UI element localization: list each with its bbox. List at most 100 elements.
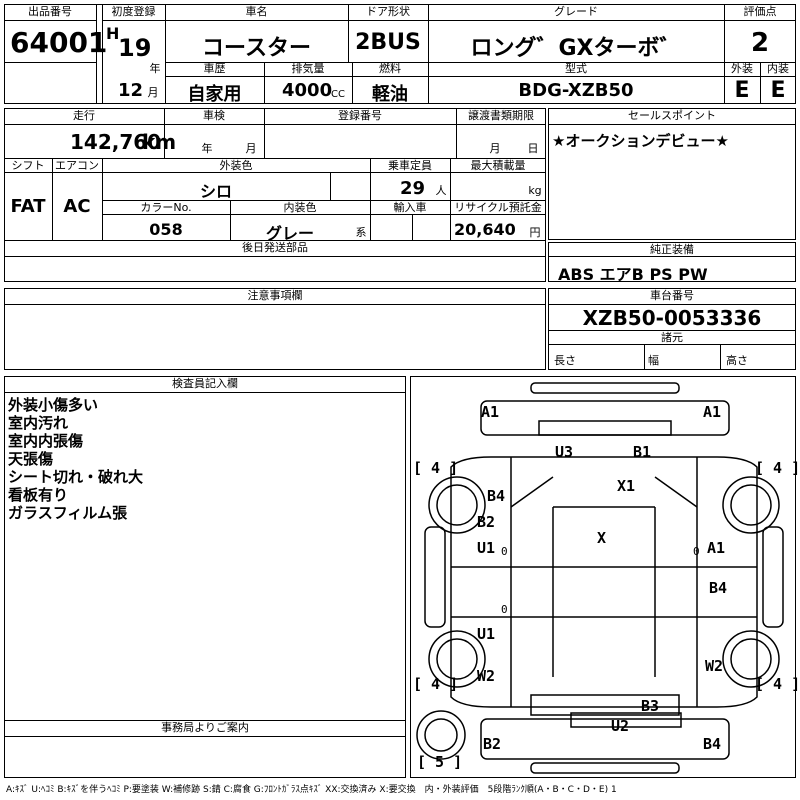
transfer-day-unit: 日 [527, 142, 539, 155]
transfer-label: 譲渡書類期限 [468, 109, 534, 122]
mark-a1-mid: A1 [707, 539, 726, 557]
inspector-box [4, 376, 406, 778]
mark-b4-right: B4 [709, 579, 728, 597]
interior-color: グレー [265, 224, 314, 243]
color-label: 外装色 [219, 159, 253, 172]
colorno-label: カラーNo. [140, 201, 192, 214]
model-code: BDG-XZB50 [518, 80, 634, 101]
mark-spare-5: [ 5 ] [417, 753, 463, 771]
mark-u2: U2 [611, 717, 630, 735]
recycle-unit: 円 [529, 226, 541, 239]
car-name-label: 車名 [245, 5, 268, 18]
inspector-note: 外装小傷多い [8, 396, 99, 414]
model-label: 型式 [565, 62, 587, 75]
recycle-fee: 20,640 [454, 220, 516, 239]
displacement: 4000 [282, 80, 333, 101]
inspector-note: ガラスフィルム張 [8, 504, 128, 522]
inspector-label: 検査員記入欄 [172, 377, 238, 390]
import-label: 輸入車 [393, 201, 427, 214]
equipment: ABS エアB PS PW [558, 265, 708, 284]
door-label: ドア形状 [366, 5, 410, 18]
salespoint-label: セールスポイント [628, 109, 716, 122]
shift: FAT [10, 196, 46, 217]
mark-u1-left-lower: U1 [477, 625, 496, 643]
history-label: 車歴 [203, 62, 226, 75]
inspector-notes: 外装小傷多い 室内汚れ 室内内張傷 天張傷 シート切れ・破れ大 看板有り ガラス… [8, 396, 143, 522]
grade-label: グレード [554, 5, 598, 18]
later-label: 後日発送部品 [242, 241, 308, 254]
lot-number: 64001 [10, 26, 108, 59]
mileage-label: 走行 [73, 109, 95, 122]
mileage: 142,760 [70, 130, 162, 154]
inspector-note: 室内汚れ [8, 414, 69, 432]
office-label: 事務局よりご案内 [161, 721, 249, 734]
inspector-note: 看板有り [8, 486, 69, 504]
chassis-box [548, 288, 796, 370]
shift-label: シフト [11, 159, 45, 172]
mark-b4-left: B4 [487, 487, 506, 505]
mark-w2-left: W2 [477, 667, 496, 685]
regno-label: 登録番号 [338, 109, 382, 122]
mark-b2-bottom: B2 [483, 735, 502, 753]
inspector-note: 室内内張傷 [8, 432, 84, 450]
inspect-month-unit: 月 [245, 142, 257, 155]
chassis-number: XZB50-0053336 [582, 306, 762, 330]
damage-diagram: A1 A1 U3 B1 [ 4 ] [ 4 ] X1 B4 B2 U1 X A1… [410, 376, 800, 778]
load-label: 最大積載量 [470, 159, 526, 172]
int-label: 内装 [767, 62, 789, 75]
capacity-label: 乗車定員 [388, 159, 432, 172]
score: 2 [750, 28, 770, 58]
door-type: 2BUS [355, 30, 421, 55]
ac-label: エアコン [55, 159, 99, 172]
aircon: AC [63, 196, 91, 217]
mark-a1-right: A1 [703, 403, 722, 421]
intcolor-unit: 系 [355, 226, 367, 239]
chassis-label: 車台番号 [650, 289, 694, 302]
legend: A:ｷｽﾞ U:ﾍｺﾐ B:ｷｽﾞを伴うﾍｺﾐ P:要塗装 W:補修跡 S:錆 … [6, 785, 617, 795]
mark-o2: 0 [693, 545, 700, 558]
exterior-color: シロ [199, 182, 232, 201]
vehicle-outline [416, 382, 784, 774]
mark-o1: 0 [501, 545, 508, 558]
mark-4-bottom-left: [ 4 ] [413, 675, 459, 693]
fuel: 軽油 [372, 84, 408, 105]
mark-4-top-left: [ 4 ] [413, 459, 459, 477]
mark-w2-right: W2 [705, 657, 724, 675]
lot-label: 出品番号 [28, 5, 72, 18]
capacity: 29 [400, 178, 426, 199]
equip-label: 純正装備 [650, 243, 694, 256]
score-label: 評価点 [743, 5, 777, 18]
mark-b1: B1 [633, 443, 652, 461]
first-reg-label: 初度登録 [111, 5, 156, 18]
ext-label: 外装 [731, 62, 753, 75]
intcolor-label: 内装色 [283, 201, 317, 214]
mark-u3: U3 [555, 443, 574, 461]
caution-box [4, 288, 546, 370]
grade: ロング゛GXターボ゛ [470, 36, 682, 61]
interior-grade: E [770, 78, 786, 103]
height-label: 高さ [726, 354, 748, 367]
mark-u1-left: U1 [477, 539, 496, 557]
year-unit: 年 [149, 62, 161, 75]
salespoint-box [548, 108, 796, 240]
first-reg-month: 12 [118, 80, 144, 101]
mark-b2-left: B2 [477, 513, 496, 531]
history: 自家用 [187, 84, 242, 105]
width-label: 幅 [648, 354, 659, 367]
month-unit: 月 [147, 86, 159, 99]
mark-x1: X1 [617, 477, 636, 495]
caution-label: 注意事項欄 [247, 289, 303, 302]
mark-o3: 0 [501, 603, 508, 616]
inspect-label: 車検 [203, 109, 225, 122]
transfer-month-unit: 月 [489, 142, 501, 155]
load-unit: kg [528, 184, 542, 197]
mark-4-bottom-right: [ 4 ] [755, 675, 800, 693]
mark-a1-left: A1 [481, 403, 500, 421]
salespoint: ★オークションデビュー★ [552, 132, 729, 150]
inspector-note: シート切れ・破れ大 [8, 468, 144, 486]
disp-label: 排気量 [291, 62, 325, 75]
mark-4-top-right: [ 4 ] [755, 459, 800, 477]
mileage-unit: km [142, 130, 177, 154]
color-number: 058 [149, 220, 183, 239]
fuel-label: 燃料 [379, 62, 401, 75]
